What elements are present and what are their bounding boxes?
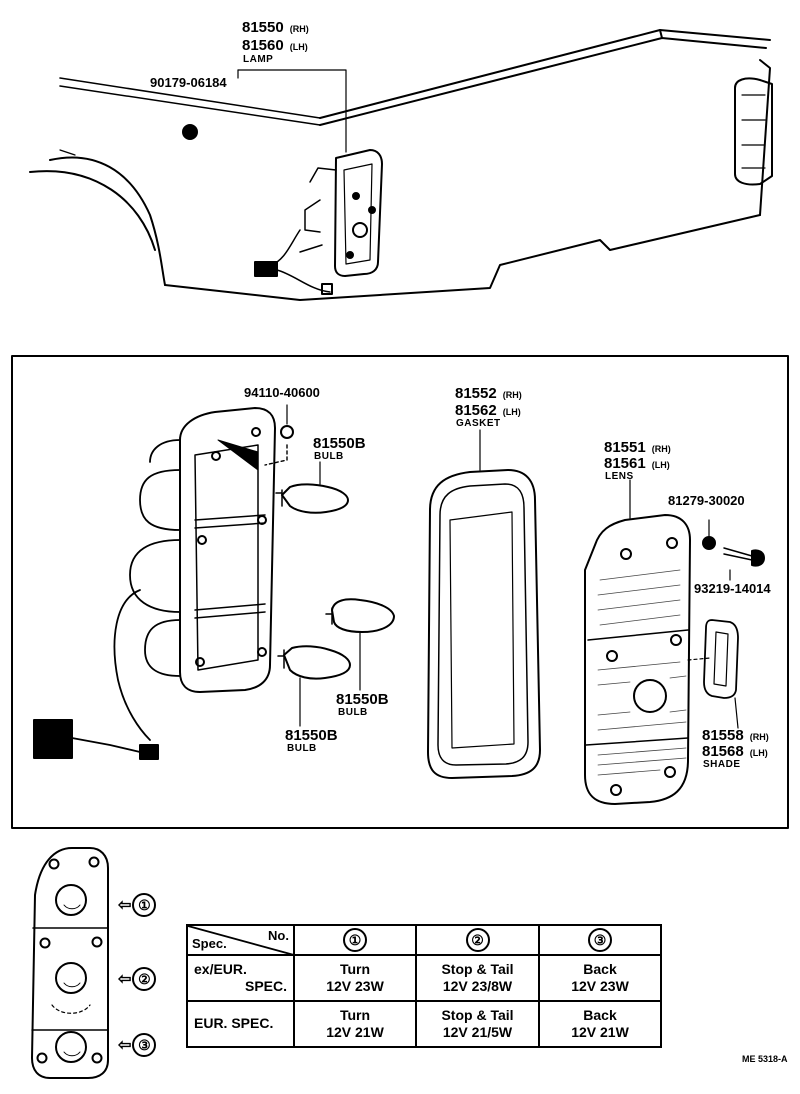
table-header-corner: Spec. No. bbox=[186, 924, 295, 956]
lens-lh-suffix: (LH) bbox=[651, 460, 670, 470]
row-label-ex-eur: ex/EUR. SPEC. bbox=[186, 954, 295, 1002]
shade-rh-label: 81558 (RH) bbox=[702, 728, 769, 743]
gasket-rh-number: 81552 bbox=[455, 385, 497, 402]
column-header-2: ② bbox=[415, 924, 540, 956]
shade-rh-suffix: (RH) bbox=[749, 732, 769, 742]
cell-rating: 12V 21W bbox=[571, 1024, 629, 1040]
column-header-1: ① bbox=[293, 924, 417, 956]
lens-rh-label: 81551 (RH) bbox=[604, 440, 671, 455]
shade-illustration bbox=[687, 619, 739, 729]
bulb-3-label: 81550B bbox=[285, 727, 338, 744]
gasket-lh-number: 81562 bbox=[455, 402, 497, 419]
callout-3-number: ③ bbox=[132, 1033, 157, 1057]
shade-lh-label: 81568 (LH) bbox=[702, 744, 768, 759]
cell-function: Back bbox=[583, 960, 617, 977]
row-label-line-1: EUR. SPEC. bbox=[194, 1015, 274, 1032]
nut-top-label: 90179-06184 bbox=[150, 75, 227, 90]
washer-label: 81279-30020 bbox=[668, 493, 745, 508]
cell-function: Turn bbox=[339, 1006, 371, 1023]
row-label-line-1: ex/EUR. bbox=[194, 960, 247, 977]
callout-1: ⇦① bbox=[118, 893, 157, 917]
cell-function: Stop & Tail bbox=[441, 960, 514, 977]
exploded-view-frame bbox=[11, 355, 789, 829]
lamp-rh-number: 81550 bbox=[242, 19, 284, 36]
column-header-3-number: ③ bbox=[588, 928, 612, 952]
cell-rating: 12V 21/5W bbox=[442, 1024, 513, 1040]
gasket-lh-label: 81562 (LH) bbox=[455, 403, 521, 418]
row-label-line-2: SPEC. bbox=[244, 978, 287, 994]
bulb-illustrations bbox=[275, 461, 395, 727]
cell-rating: 12V 21W bbox=[326, 1024, 384, 1040]
bulb-2-label: 81550B bbox=[336, 691, 389, 708]
column-header-3: ③ bbox=[538, 924, 662, 956]
lens-illustration bbox=[584, 479, 691, 805]
cell-rating: 12V 23W bbox=[571, 978, 629, 994]
gasket-illustration bbox=[427, 429, 541, 779]
lamp-lh-label: 81560 (LH) bbox=[242, 38, 308, 53]
header-no: No. bbox=[268, 928, 289, 943]
cell-function: Stop & Tail bbox=[441, 1006, 514, 1023]
cell-rating: 12V 23W bbox=[326, 978, 384, 994]
callout-2-number: ② bbox=[132, 967, 157, 991]
installed-lamp-illustration bbox=[237, 69, 383, 295]
arrow-left-icon: ⇦ bbox=[118, 897, 132, 914]
shade-lh-suffix: (LH) bbox=[749, 748, 768, 758]
nut-box-label: 94110-40600 bbox=[244, 385, 320, 400]
gasket-rh-label: 81552 (RH) bbox=[455, 386, 522, 401]
bulb-1-label: 81550B bbox=[313, 435, 366, 452]
callout-2: ⇦② bbox=[118, 967, 157, 991]
shade-name-label: SHADE bbox=[703, 759, 741, 770]
cell-rating: 12V 23/8W bbox=[442, 978, 513, 994]
lens-lh-label: 81561 (LH) bbox=[604, 456, 670, 471]
cell-function: Turn bbox=[339, 960, 371, 977]
header-spec: Spec. bbox=[192, 935, 227, 951]
column-header-2-number: ② bbox=[465, 928, 490, 952]
gasket-name-label: GASKET bbox=[456, 418, 501, 429]
screw-label: 93219-14014 bbox=[694, 581, 771, 596]
lamp-rh-label: 81550 (RH) bbox=[242, 20, 309, 35]
table-header-row: Spec. No. ① ② ③ bbox=[186, 924, 662, 956]
lens-lh-number: 81561 bbox=[604, 455, 646, 472]
lamp-face-diagram bbox=[31, 847, 109, 1079]
arrow-left-icon: ⇦ bbox=[118, 1037, 132, 1054]
lamp-name-label: LAMP bbox=[243, 54, 274, 65]
row-label-eur: EUR. SPEC. bbox=[186, 1000, 295, 1048]
lens-rh-suffix: (RH) bbox=[651, 444, 671, 454]
arrow-left-icon: ⇦ bbox=[118, 971, 132, 988]
lamp-rh-suffix: (RH) bbox=[289, 24, 309, 34]
shade-lh-number: 81568 bbox=[702, 743, 744, 760]
column-header-1-number: ① bbox=[343, 928, 367, 952]
cell-function: Back bbox=[583, 1006, 617, 1023]
callout-1-number: ① bbox=[132, 893, 157, 917]
lamp-lh-number: 81560 bbox=[242, 37, 284, 54]
lamp-lh-suffix: (LH) bbox=[289, 42, 308, 52]
shade-rh-number: 81558 bbox=[702, 727, 744, 744]
nut-94110-icon bbox=[280, 425, 294, 439]
lamp-housing-illustration bbox=[33, 407, 276, 760]
lens-name-label: LENS bbox=[605, 471, 634, 482]
bulb-3-name: BULB bbox=[287, 743, 317, 754]
lens-rh-number: 81551 bbox=[604, 439, 646, 456]
bulb-2-name: BULB bbox=[338, 707, 368, 718]
callout-3: ⇦③ bbox=[118, 1033, 157, 1057]
gasket-rh-suffix: (RH) bbox=[502, 390, 522, 400]
diagram-code: ME 5318-A bbox=[742, 1054, 788, 1064]
washer-screw-illustration bbox=[702, 519, 765, 581]
truck-bed-illustration bbox=[29, 29, 773, 301]
gasket-lh-suffix: (LH) bbox=[502, 407, 521, 417]
bulb-1-name: BULB bbox=[314, 451, 344, 462]
